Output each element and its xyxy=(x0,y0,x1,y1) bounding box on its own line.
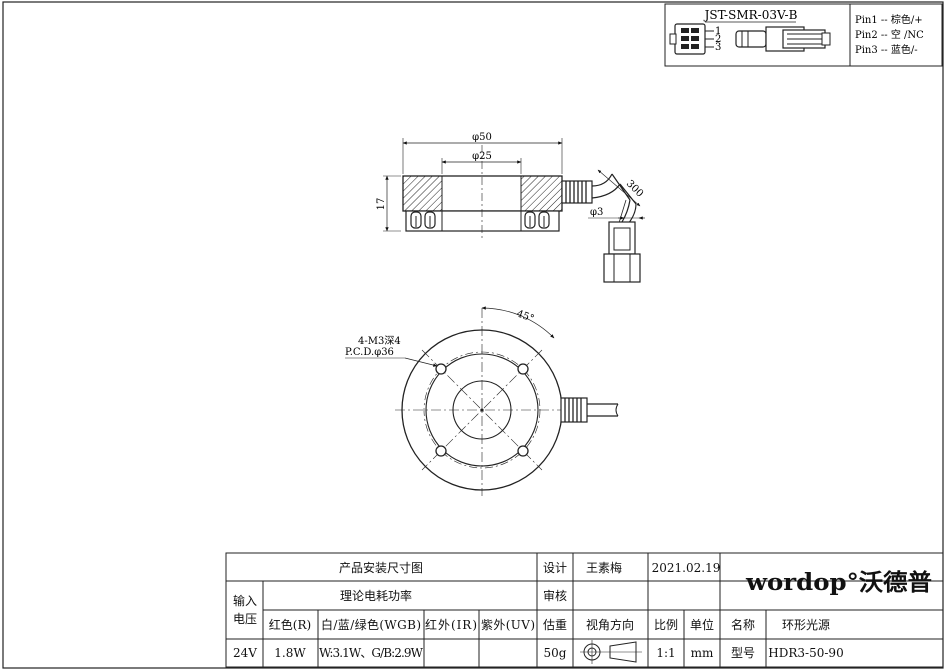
model-value: HDR3-50-90 xyxy=(768,646,843,660)
view-direction-label: 视角方向 xyxy=(586,617,634,632)
col-uv: 紫外(UV) xyxy=(481,618,535,632)
weight-value: 50g xyxy=(544,646,567,660)
top-cable-gland xyxy=(560,397,619,423)
pin-number-3: 3 xyxy=(715,42,721,53)
voltage-value: 24V xyxy=(233,646,257,660)
svg-text:输入: 输入 xyxy=(233,593,257,608)
col-red: 红色(R) xyxy=(269,617,311,632)
weight-label: 估重 xyxy=(543,618,567,632)
dim-height: 17 xyxy=(376,198,387,211)
connector-model: JST-SMR-03V-B xyxy=(703,8,798,22)
scale-value: 1:1 xyxy=(656,646,675,660)
red-power-value: 1.8W xyxy=(274,646,306,660)
hole-note: 4-M3深4 xyxy=(358,335,401,347)
pin2-label: Pin2 -- 空 /NC xyxy=(855,28,924,41)
col-ir: 红外(IR) xyxy=(425,617,477,632)
angle-arc xyxy=(481,306,555,339)
connector-housing-icon xyxy=(669,23,714,55)
led-beads-right xyxy=(524,211,550,229)
pin3-label: Pin3 -- 蓝色/- xyxy=(855,43,918,56)
svg-text:wordop°沃德普: wordop°沃德普 xyxy=(745,569,932,596)
design-label: 设计 xyxy=(543,561,567,575)
review-label: 审核 xyxy=(543,588,567,603)
connector-legend: JST-SMR-03V-B 1 2 3 xyxy=(664,3,943,67)
dim-outer-diameter: φ50 xyxy=(472,132,492,143)
title-block-text: 产品安装尺寸图 设计 王素梅 2021.02.19 审核 理论电耗功率 输入 电… xyxy=(233,560,844,660)
drawing-date: 2021.02.19 xyxy=(652,561,721,575)
company-logo: wordop°沃德普 xyxy=(745,569,932,596)
pin-number-1: 1 xyxy=(715,26,721,37)
title-block xyxy=(225,552,944,668)
wgb-power-value: W:3.1W、G/B:2.9W xyxy=(319,646,424,660)
power-label: 理论电耗功率 xyxy=(340,588,412,603)
svg-text:电压: 电压 xyxy=(233,612,257,626)
dim-inner-diameter: φ25 xyxy=(472,151,492,162)
pcd-note: P.C.D.φ36 xyxy=(345,347,394,358)
angle-label: 45° xyxy=(515,308,535,324)
name-value: 环形光源 xyxy=(782,618,830,632)
unit-value: mm xyxy=(691,646,714,660)
dim-cable-diameter: φ3 xyxy=(590,207,603,218)
col-wgb: 白/蓝/绿色(WGB) xyxy=(321,617,421,632)
cable-plug xyxy=(603,221,641,283)
drawing-title: 产品安装尺寸图 xyxy=(339,560,423,575)
left-wall-hatch xyxy=(402,175,443,212)
pin-number-2: 2 xyxy=(715,34,721,45)
designer-name: 王素梅 xyxy=(586,560,622,575)
right-wall-hatch xyxy=(520,175,563,212)
unit-label: 单位 xyxy=(690,617,714,632)
connector-plug-icon xyxy=(735,26,831,52)
scale-label: 比例 xyxy=(654,618,678,632)
led-beads-left xyxy=(410,211,436,229)
input-voltage-label-2: 电压 xyxy=(233,612,257,626)
side-view: φ50 φ25 17 300 φ3 xyxy=(376,132,645,283)
model-label: 型号 xyxy=(731,646,755,660)
top-view: 45° 4-M3深4 P.C.D.φ36 xyxy=(345,306,619,496)
name-label: 名称 xyxy=(731,617,755,632)
input-voltage-label: 输入 xyxy=(233,593,257,608)
pin1-label: Pin1 -- 棕色/+ xyxy=(855,13,923,26)
mounting-holes xyxy=(435,363,529,457)
cable-gland xyxy=(561,180,593,204)
projection-symbol-icon xyxy=(580,640,642,664)
cable xyxy=(591,173,621,199)
